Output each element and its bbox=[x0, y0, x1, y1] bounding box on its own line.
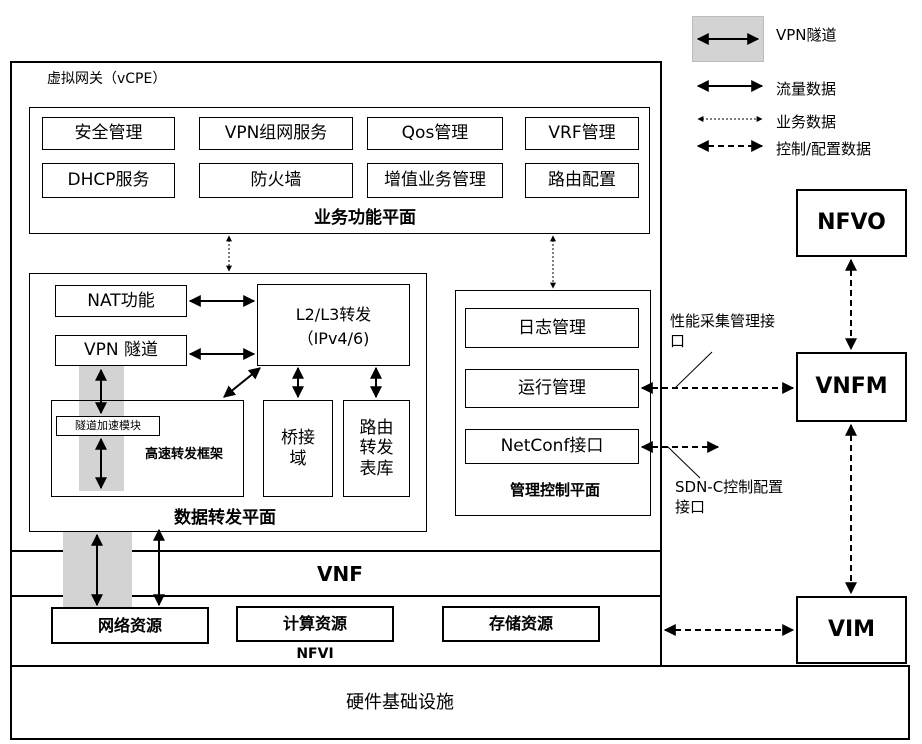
nfvo-box: NFVO bbox=[796, 189, 907, 257]
route-table-box: 路由转发表库 bbox=[343, 400, 410, 497]
l2l3-box: L2/L3转发 （IPv4/6) bbox=[257, 284, 410, 366]
log-mgmt-box: 日志管理 bbox=[465, 308, 639, 348]
mgmt-plane-title: 管理控制平面 bbox=[509, 481, 600, 499]
service-item-qos: Qos管理 bbox=[367, 117, 503, 150]
service-item-security: 安全管理 bbox=[42, 117, 175, 150]
legend-traffic-label: 流量数据 bbox=[776, 80, 837, 98]
storage-resource-box: 存储资源 bbox=[442, 606, 600, 642]
service-item-routing: 路由配置 bbox=[525, 163, 639, 198]
netconf-box: NetConf接口 bbox=[465, 429, 639, 464]
perf-interface-label: 性能采集管理接口 bbox=[670, 312, 776, 350]
vim-box: VIM bbox=[796, 596, 907, 664]
service-item-firewall: 防火墙 bbox=[199, 163, 353, 198]
nfvi-label: NFVI bbox=[296, 645, 334, 662]
l2l3-line1: L2/L3转发 bbox=[295, 305, 372, 324]
bridge-box: 桥接域 bbox=[263, 400, 333, 497]
service-plane-title: 业务功能平面 bbox=[314, 207, 416, 228]
service-plane bbox=[29, 107, 650, 234]
fast-forward-frame bbox=[51, 400, 244, 497]
l2l3-fastforward-arrow bbox=[223, 367, 261, 398]
mgmt-plane bbox=[455, 290, 651, 516]
l2l3-line2: （IPv4/6) bbox=[297, 329, 370, 348]
service-item-value-added: 增值业务管理 bbox=[367, 163, 503, 198]
nat-box: NAT功能 bbox=[55, 285, 187, 317]
vnf-label: VNF bbox=[317, 562, 363, 586]
data-plane-title: 数据转发平面 bbox=[174, 507, 276, 528]
network-resource-box: 网络资源 bbox=[51, 607, 209, 644]
compute-resource-box: 计算资源 bbox=[236, 606, 394, 642]
legend-vpn-tunnel-label: VPN隧道 bbox=[776, 26, 837, 44]
sdnc-interface-label: SDN-C控制配置接口 bbox=[675, 478, 784, 516]
perf-leader-line bbox=[674, 351, 713, 389]
hardware-band bbox=[10, 665, 910, 740]
run-mgmt-box: 运行管理 bbox=[465, 369, 639, 408]
tunnel-accel-box: 隧道加速模块 bbox=[56, 416, 160, 436]
service-item-dhcp: DHCP服务 bbox=[42, 163, 175, 198]
service-item-vrf: VRF管理 bbox=[525, 117, 639, 150]
vnfm-box: VNFM bbox=[796, 352, 907, 422]
sdnc-leader-line bbox=[667, 446, 701, 479]
hardware-label: 硬件基础设施 bbox=[346, 692, 454, 714]
service-item-vpn: VPN组网服务 bbox=[199, 117, 353, 150]
vpn-tunnel-box: VPN 隧道 bbox=[55, 335, 187, 366]
vcpe-title: 虚拟网关（vCPE） bbox=[47, 71, 167, 87]
legend-control-label: 控制/配置数据 bbox=[776, 140, 872, 158]
fast-forward-label: 高速转发框架 bbox=[145, 447, 224, 462]
legend-service-label: 业务数据 bbox=[776, 113, 837, 131]
